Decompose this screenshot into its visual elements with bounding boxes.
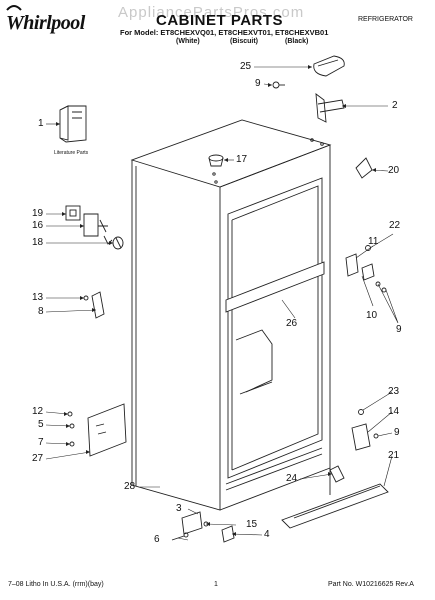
plug-icon — [208, 154, 224, 167]
callout-7: 7 — [38, 437, 44, 448]
light-bulb-icon — [112, 236, 124, 250]
callout-11: 11 — [368, 236, 379, 247]
callout-2: 2 — [392, 100, 398, 111]
callout-21: 21 — [388, 450, 400, 461]
watermark: AppliancePartsPros.com — [118, 4, 305, 21]
callout-28: 28 — [124, 481, 136, 492]
callout-17: 17 — [236, 154, 248, 165]
thermostat-control-icon — [83, 213, 113, 245]
callout-14: 14 — [388, 406, 400, 417]
literature-parts-label: Literature Parts — [54, 150, 89, 156]
color-label: (Black) — [285, 38, 309, 45]
callout-16: 16 — [32, 220, 44, 231]
callout-6: 6 — [154, 534, 160, 545]
toe-grille-icon — [281, 483, 389, 529]
callout-23: 23 — [388, 386, 400, 397]
page-title: CABINET PARTS — [156, 12, 284, 29]
callout-27: 27 — [32, 453, 44, 464]
bottom-hinge-icon — [351, 409, 379, 451]
footer-litho: 7–08 Litho In U.S.A. (rrm)(bay) — [8, 581, 104, 588]
thermostat-knob-icon — [65, 205, 81, 221]
callout-26: 26 — [286, 318, 298, 329]
callout-8: 8 — [38, 306, 44, 317]
model-numbers: For Model: ET8CHEXVQ01, ET8CHEXVT01, ET8… — [120, 28, 329, 37]
cord-clamp-icon — [181, 511, 209, 535]
brand-logo: Whirlpool — [6, 12, 85, 34]
door-stop-icon — [355, 157, 373, 179]
literature-booklet-icon — [59, 105, 87, 143]
color-label: (White) — [176, 38, 200, 45]
light-socket-icon — [83, 291, 105, 319]
callout-9: 9 — [394, 427, 400, 438]
mullion-bracket-icon — [345, 245, 387, 293]
color-label: (Biscuit) — [230, 38, 258, 45]
top-hinge-icon — [315, 93, 345, 123]
callout-18: 18 — [32, 237, 44, 248]
callout-4: 4 — [264, 529, 270, 540]
hinge-cover-icon — [313, 55, 345, 77]
callout-9: 9 — [255, 78, 261, 89]
leveler-clip-icon — [329, 465, 345, 483]
callout-15: 15 — [246, 519, 258, 530]
callout-25: 25 — [240, 61, 252, 72]
callout-1: 1 — [38, 118, 44, 129]
callout-20: 20 — [388, 165, 400, 176]
callout-22: 22 — [389, 220, 401, 231]
callout-3: 3 — [176, 503, 182, 514]
page-number: 1 — [214, 581, 218, 588]
whirlpool-logo-icon — [6, 5, 22, 11]
grille-clip-icon — [221, 525, 235, 543]
callout-13: 13 — [32, 292, 44, 303]
callout-5: 5 — [38, 419, 44, 430]
document-type: REFRIGERATOR — [358, 16, 413, 23]
screw-icon — [272, 81, 285, 89]
callout-19: 19 — [32, 208, 44, 219]
callout-12: 12 — [32, 406, 44, 417]
part-number: Part No. W10216625 Rev.A — [328, 581, 414, 588]
callout-24: 24 — [286, 473, 298, 484]
screw-icon — [171, 532, 189, 541]
callout-9: 9 — [396, 324, 402, 335]
cabinet-body — [130, 119, 332, 511]
control-panel-icon — [67, 403, 127, 457]
callout-10: 10 — [366, 310, 378, 321]
